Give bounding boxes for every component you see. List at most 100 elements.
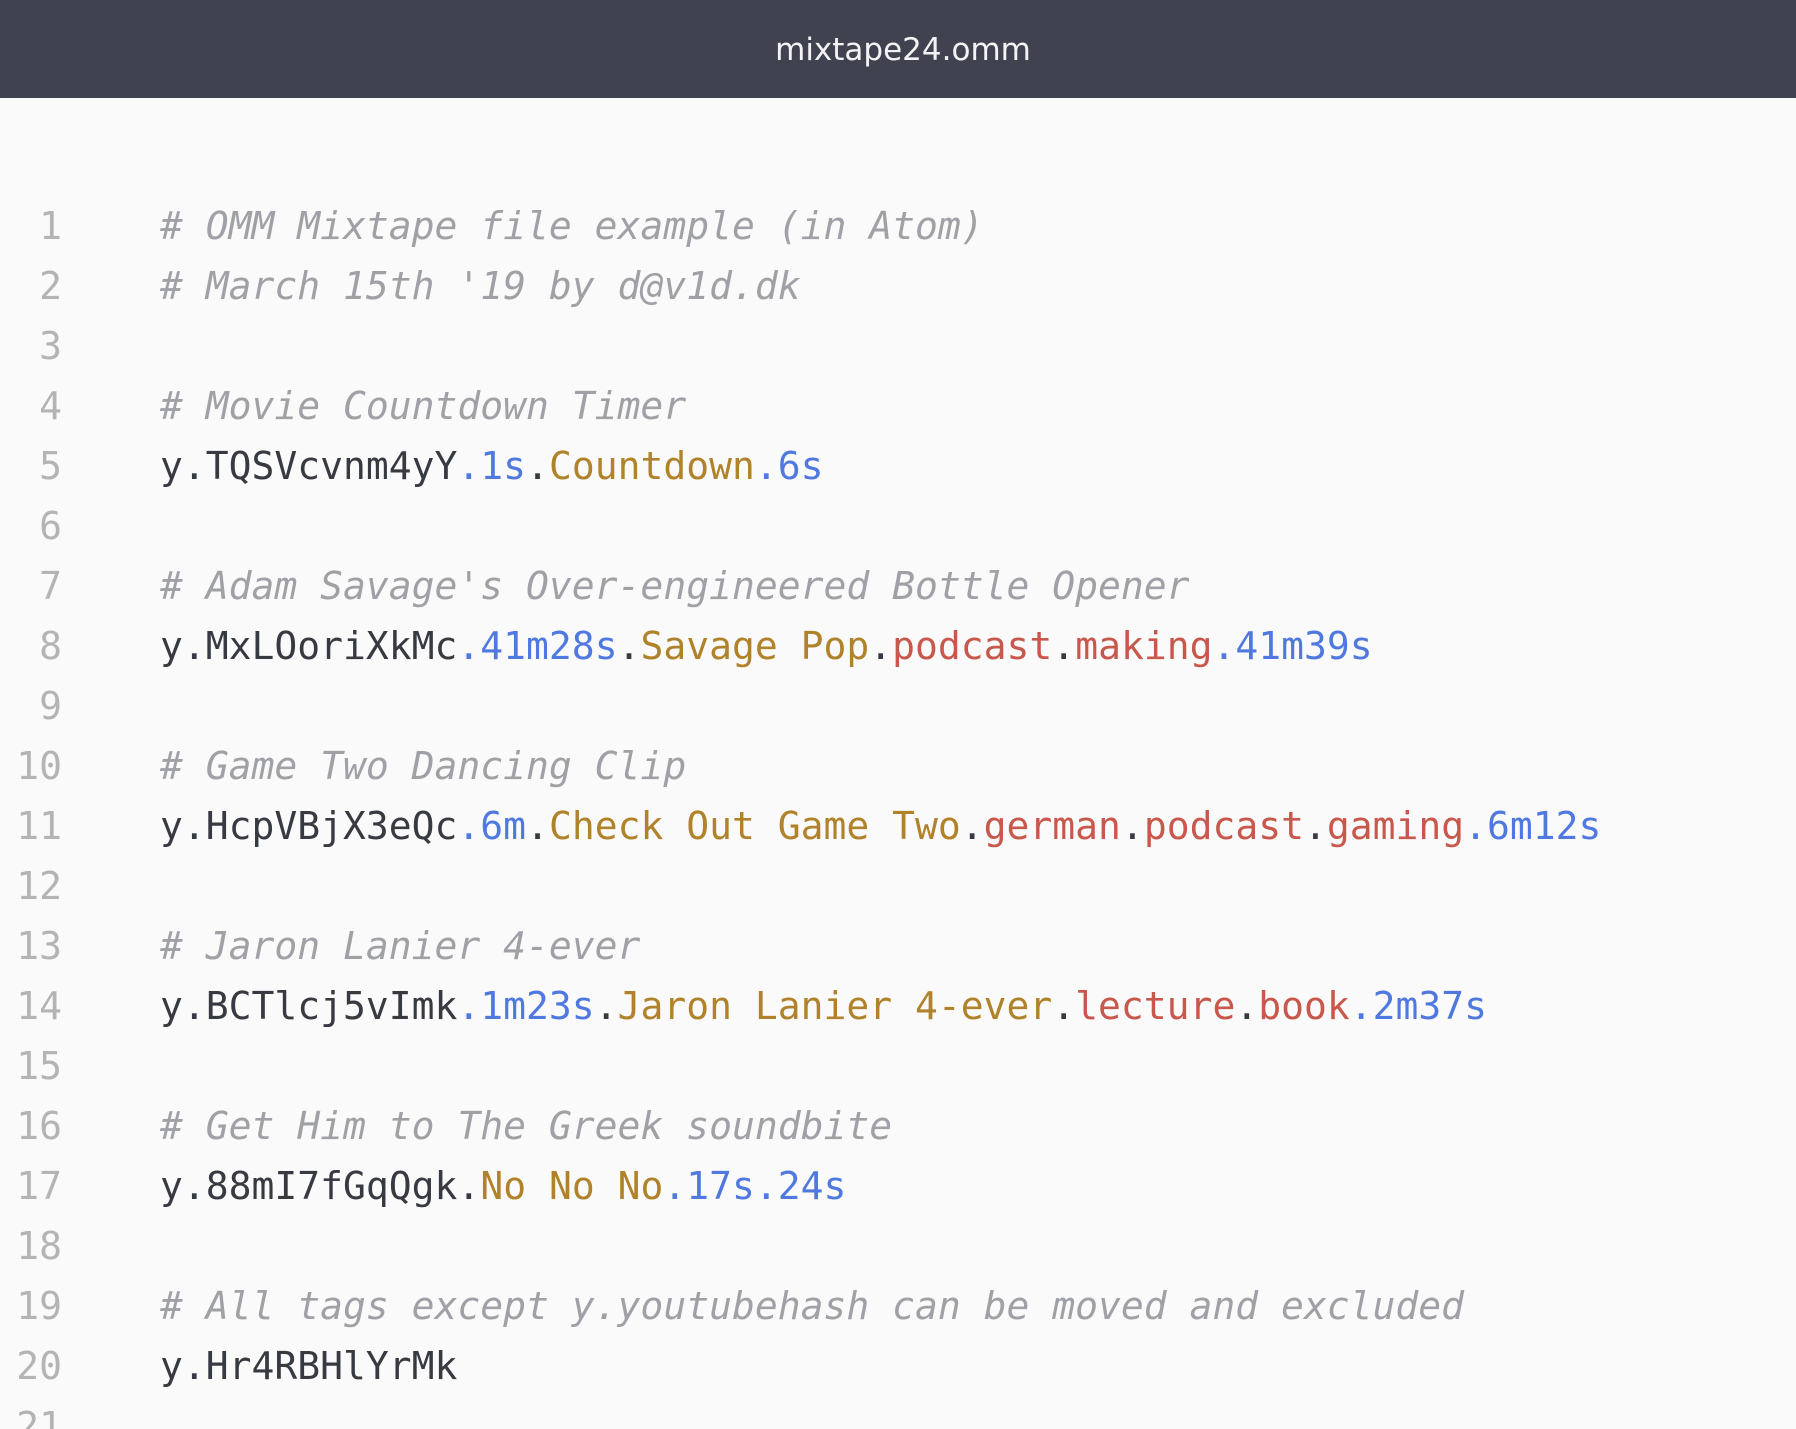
- token-title: Check Out Game Two: [548, 804, 961, 848]
- line-content[interactable]: # All tags except y.youtubehash can be m…: [160, 1284, 1464, 1328]
- code-line[interactable]: 7 # Adam Savage's Over-engineered Bottle …: [0, 556, 1796, 616]
- token-title: Countdown: [548, 444, 755, 488]
- token-tag: podcast: [892, 624, 1053, 668]
- code-line[interactable]: 4 # Movie Countdown Timer: [0, 376, 1796, 436]
- line-content[interactable]: # Jaron Lanier 4-ever: [160, 924, 640, 968]
- token-hash: y.HcpVBjX3eQc: [160, 804, 458, 848]
- code-line[interactable]: 20 y.Hr4RBHlYrMk: [0, 1336, 1796, 1396]
- line-number[interactable]: 5: [39, 444, 62, 488]
- line-content[interactable]: # Movie Countdown Timer: [160, 384, 686, 428]
- token-tag: german: [983, 804, 1121, 848]
- code-line[interactable]: 17 y.88mI7fGqQgk.No No No.17s.24s: [0, 1156, 1796, 1216]
- token-tag: book: [1258, 984, 1350, 1028]
- token-time: .6m12s: [1464, 804, 1602, 848]
- title-bar[interactable]: mixtape24.omm: [0, 0, 1796, 98]
- line-number[interactable]: 14: [16, 984, 62, 1028]
- line-content[interactable]: y.TQSVcvnm4yY.1s.Countdown.6s: [160, 444, 824, 488]
- line-number[interactable]: 13: [16, 924, 62, 968]
- token-tag: podcast: [1143, 804, 1304, 848]
- line-number[interactable]: 2: [39, 264, 62, 308]
- line-number[interactable]: 8: [39, 624, 62, 668]
- token-hash: y.MxLOoriXkMc: [160, 624, 458, 668]
- code-line[interactable]: 12: [0, 856, 1796, 916]
- line-number[interactable]: 12: [16, 864, 62, 908]
- line-number[interactable]: 7: [39, 564, 62, 608]
- line-number[interactable]: 20: [16, 1344, 62, 1388]
- token-title: Savage Pop: [640, 624, 870, 668]
- token-comment: # March 15th '19 by d@v1d.dk: [160, 264, 801, 308]
- line-number[interactable]: 11: [16, 804, 62, 848]
- token-hash: y.88mI7fGqQgk: [160, 1164, 458, 1208]
- token-comment: # Adam Savage's Over-engineered Bottle O…: [160, 564, 1190, 608]
- token-tag: making: [1075, 624, 1213, 668]
- token-time: .41m39s: [1212, 624, 1373, 668]
- line-number[interactable]: 4: [39, 384, 62, 428]
- line-content[interactable]: y.BCTlcj5vImk.1m23s.Jaron Lanier 4-ever.…: [160, 984, 1487, 1028]
- code-editor[interactable]: 1 # OMM Mixtape file example (in Atom) 2 # …: [0, 98, 1796, 1429]
- line-content[interactable]: # March 15th '19 by d@v1d.dk: [160, 264, 801, 308]
- line-content[interactable]: # Get Him to The Greek soundbite: [160, 1104, 892, 1148]
- line-content[interactable]: # Adam Savage's Over-engineered Bottle O…: [160, 564, 1190, 608]
- token-time: .2m37s: [1349, 984, 1488, 1028]
- token-dot: .: [526, 444, 549, 488]
- token-hash: y.BCTlcj5vImk: [160, 984, 458, 1028]
- line-content[interactable]: y.HcpVBjX3eQc.6m.Check Out Game Two.germ…: [160, 804, 1601, 848]
- token-time: .1s: [457, 444, 527, 488]
- token-title: Jaron Lanier 4-ever: [617, 984, 1053, 1028]
- token-hash: y.TQSVcvnm4yY: [160, 444, 458, 488]
- token-comment: # Movie Countdown Timer: [160, 384, 687, 428]
- line-number[interactable]: 18: [16, 1224, 62, 1268]
- code-line[interactable]: 1 # OMM Mixtape file example (in Atom): [0, 196, 1796, 256]
- code-line[interactable]: 3: [0, 316, 1796, 376]
- token-hash: y.Hr4RBHlYrMk: [160, 1344, 458, 1388]
- line-content[interactable]: y.Hr4RBHlYrMk: [160, 1344, 457, 1388]
- token-tag: lecture: [1075, 984, 1236, 1028]
- line-content[interactable]: y.MxLOoriXkMc.41m28s.Savage Pop.podcast.…: [160, 624, 1373, 668]
- line-content[interactable]: # OMM Mixtape file example (in Atom): [160, 204, 984, 248]
- token-tag: gaming: [1326, 804, 1465, 848]
- line-number[interactable]: 10: [16, 744, 62, 788]
- token-dot: .: [960, 804, 984, 848]
- token-title: No No No: [480, 1164, 664, 1208]
- line-number[interactable]: 16: [16, 1104, 62, 1148]
- code-line[interactable]: 8 y.MxLOoriXkMc.41m28s.Savage Pop.podcast…: [0, 616, 1796, 676]
- code-line[interactable]: 18: [0, 1216, 1796, 1276]
- line-number[interactable]: 1: [39, 204, 62, 248]
- editor-lines[interactable]: 1 # OMM Mixtape file example (in Atom) 2 # …: [0, 196, 1796, 1429]
- code-line[interactable]: 2 # March 15th '19 by d@v1d.dk: [0, 256, 1796, 316]
- token-time: .6s: [754, 444, 824, 488]
- line-content[interactable]: y.88mI7fGqQgk.No No No.17s.24s: [160, 1164, 846, 1208]
- code-line[interactable]: 10 # Game Two Dancing Clip: [0, 736, 1796, 796]
- token-dot: .: [617, 624, 641, 668]
- line-number[interactable]: 17: [16, 1164, 62, 1208]
- line-content[interactable]: # Game Two Dancing Clip: [160, 744, 686, 788]
- code-line[interactable]: 21: [0, 1396, 1796, 1429]
- line-number[interactable]: 19: [16, 1284, 62, 1328]
- line-number[interactable]: 9: [39, 684, 62, 728]
- token-comment: # Jaron Lanier 4-ever: [160, 924, 641, 968]
- code-line[interactable]: 16 # Get Him to The Greek soundbite: [0, 1096, 1796, 1156]
- token-dot: .: [594, 984, 618, 1028]
- token-comment: # All tags except y.youtubehash can be m…: [160, 1284, 1465, 1328]
- code-line[interactable]: 15: [0, 1036, 1796, 1096]
- line-number[interactable]: 3: [39, 324, 62, 368]
- token-dot: .: [869, 624, 893, 668]
- token-dot: .: [1303, 804, 1327, 848]
- token-time: .6m: [457, 804, 527, 848]
- code-line[interactable]: 14 y.BCTlcj5vImk.1m23s.Jaron Lanier 4-eve…: [0, 976, 1796, 1036]
- code-line[interactable]: 5 y.TQSVcvnm4yY.1s.Countdown.6s: [0, 436, 1796, 496]
- code-line[interactable]: 19 # All tags except y.youtubehash can be…: [0, 1276, 1796, 1336]
- line-number[interactable]: 21: [16, 1404, 62, 1429]
- code-line[interactable]: 6: [0, 496, 1796, 556]
- line-number[interactable]: 15: [16, 1044, 62, 1088]
- token-dot: .: [1120, 804, 1144, 848]
- token-comment: # OMM Mixtape file example (in Atom): [160, 204, 984, 248]
- token-time: .1m23s: [457, 984, 595, 1028]
- token-comment: # Game Two Dancing Clip: [160, 744, 687, 788]
- code-line[interactable]: 9: [0, 676, 1796, 736]
- code-line[interactable]: 13 # Jaron Lanier 4-ever: [0, 916, 1796, 976]
- line-number[interactable]: 6: [39, 504, 62, 548]
- token-comment: # Get Him to The Greek soundbite: [160, 1104, 893, 1148]
